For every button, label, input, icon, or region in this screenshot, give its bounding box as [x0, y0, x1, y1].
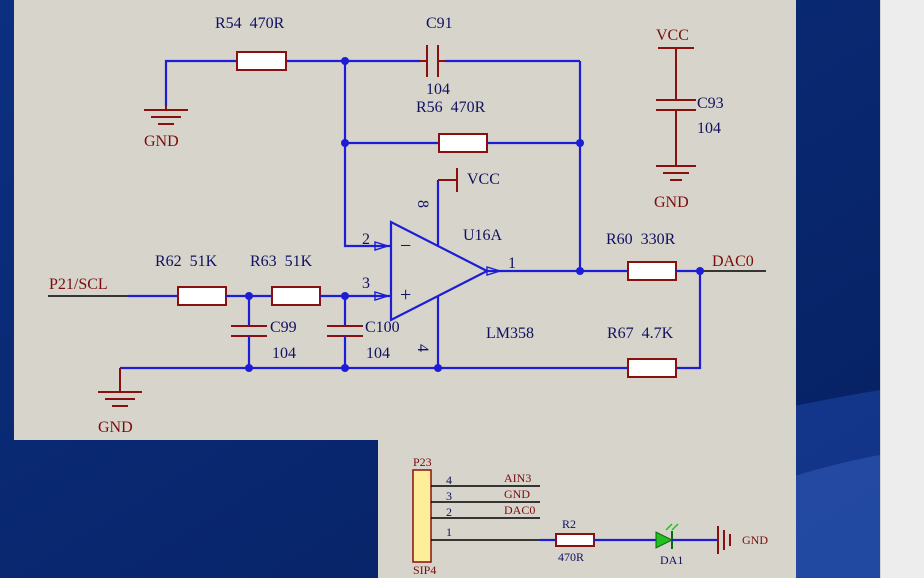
net-dac0-label: DAC0	[504, 503, 536, 517]
pin-2-label: 2	[446, 505, 452, 519]
gnd-label-2: GND	[654, 194, 689, 211]
connector-gnd-label: GND	[742, 533, 768, 547]
opamp-u16a	[372, 168, 580, 368]
c99-label: C99	[270, 319, 297, 336]
c93-value: 104	[697, 120, 721, 137]
r56-resistor	[438, 133, 488, 153]
vcc-label-2: VCC	[656, 27, 689, 44]
r67-resistor	[627, 358, 677, 378]
pin-1-label: 1	[446, 525, 452, 539]
u16a-label: U16A	[463, 227, 503, 244]
r2-label: R2	[562, 517, 577, 531]
p21-scl-label: P21/SCL	[49, 276, 108, 293]
r54-resistor	[236, 51, 287, 71]
r62-label: R62 51K	[155, 253, 218, 270]
c91-label: C91	[426, 15, 453, 32]
r60-resistor	[627, 261, 677, 281]
pin4-label: 4	[414, 344, 431, 352]
vcc-label-1: VCC	[467, 171, 500, 188]
net-ain3-label: AIN3	[504, 471, 532, 485]
scrollbar[interactable]	[880, 0, 924, 578]
r56-label: R56 470R	[416, 99, 486, 116]
r2-value: 470R	[558, 550, 585, 564]
connector-p23	[412, 469, 731, 563]
c93-label: C93	[697, 95, 724, 112]
net-gnd-label: GND	[504, 487, 530, 501]
r63-label: R63 51K	[250, 253, 313, 270]
pin-4-label: 4	[446, 473, 452, 487]
gnd-symbol-3	[98, 368, 142, 407]
plus-sign: +	[400, 284, 412, 306]
lm358-label: LM358	[486, 325, 534, 342]
c93-capacitor	[656, 47, 696, 181]
pin1-label: 1	[508, 255, 516, 272]
p23-label: P23	[413, 455, 432, 469]
gnd-symbol-1	[144, 106, 188, 125]
c100-label: C100	[365, 319, 400, 336]
c91-value: 104	[426, 81, 450, 98]
pin3-label: 3	[362, 275, 370, 292]
sip4-label: SIP4	[413, 563, 437, 577]
gnd-label-3: GND	[98, 419, 133, 436]
gnd-label-1: GND	[144, 133, 179, 150]
c99-value: 104	[272, 345, 296, 362]
r62-resistor	[177, 286, 227, 306]
pin2-label: 2	[362, 231, 370, 248]
dac0-net-label: DAC0	[712, 253, 754, 270]
r63-resistor	[271, 286, 321, 306]
pin8-label: 8	[414, 200, 431, 208]
da1-label: DA1	[660, 553, 684, 567]
c100-value: 104	[366, 345, 390, 362]
opamp-dac-schematic	[14, 0, 796, 578]
r54-label: R54 470R	[215, 15, 285, 32]
r60-label: R60 330R	[606, 231, 676, 248]
minus-sign: −	[400, 235, 412, 257]
pin-3-label: 3	[446, 489, 452, 503]
r67-label: R67 4.7K	[607, 325, 674, 342]
